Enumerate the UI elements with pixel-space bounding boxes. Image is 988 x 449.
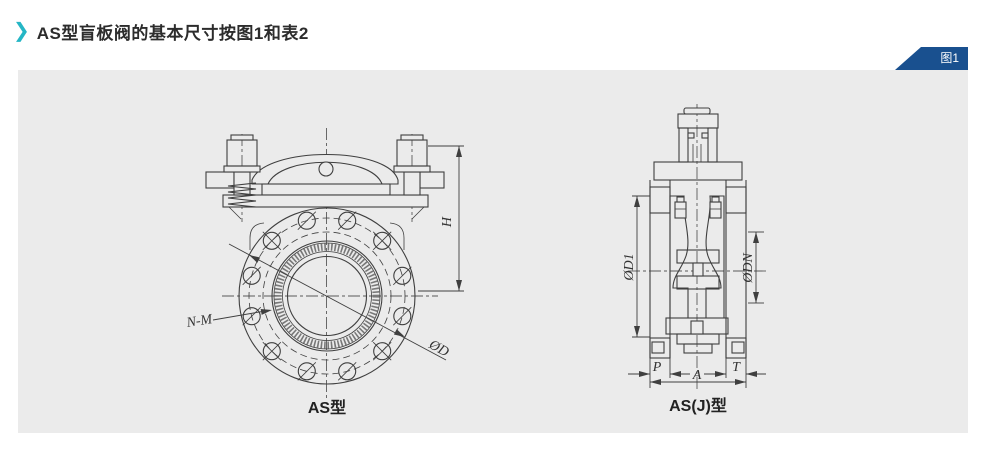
stem-assembly xyxy=(653,107,743,181)
section-header: ❯ AS型盲板阀的基本尺寸按图1和表2 xyxy=(13,19,309,44)
dim-label-p: P xyxy=(652,360,662,375)
valve-dimension-drawing: ØD xyxy=(185,104,766,417)
valve-body-section xyxy=(665,195,729,354)
dim-label-d1: ØD1 xyxy=(622,253,637,281)
dim-label-a: A xyxy=(692,368,702,383)
centerlines-right xyxy=(628,104,766,392)
dim-label-nm: N-M xyxy=(185,312,215,331)
dim-outer-diameter: ØD xyxy=(228,243,451,361)
asj-view-caption: AS(J)型 xyxy=(669,397,727,415)
yoke-structure xyxy=(205,134,445,250)
as-view-drawing: ØD xyxy=(185,128,464,417)
figure-badge: 图1 xyxy=(895,47,968,70)
page-title: AS型盲板阀的基本尺寸按图1和表2 xyxy=(36,24,309,43)
as-view-caption: AS型 xyxy=(308,399,346,417)
dim-label-h: H xyxy=(440,216,455,228)
dim-height: H xyxy=(418,145,464,292)
dim-label-t: T xyxy=(732,360,741,375)
asj-view-drawing: ØD1 ØDN xyxy=(622,104,766,415)
dim-bolt-spec: N-M xyxy=(185,308,272,331)
figure-badge-label: 图1 xyxy=(940,51,959,65)
dim-dn: ØDN xyxy=(741,231,764,304)
dim-label-dn: ØDN xyxy=(741,253,756,284)
flange-circles xyxy=(238,207,416,385)
figure-panel: ØD xyxy=(18,70,968,433)
bolt-holes xyxy=(242,211,412,381)
chevron-right-icon: ❯ xyxy=(13,19,30,42)
dim-d1: ØD1 xyxy=(622,195,650,338)
dim-label-od: ØD xyxy=(425,337,451,360)
dim-bottom: P T A xyxy=(628,358,766,388)
